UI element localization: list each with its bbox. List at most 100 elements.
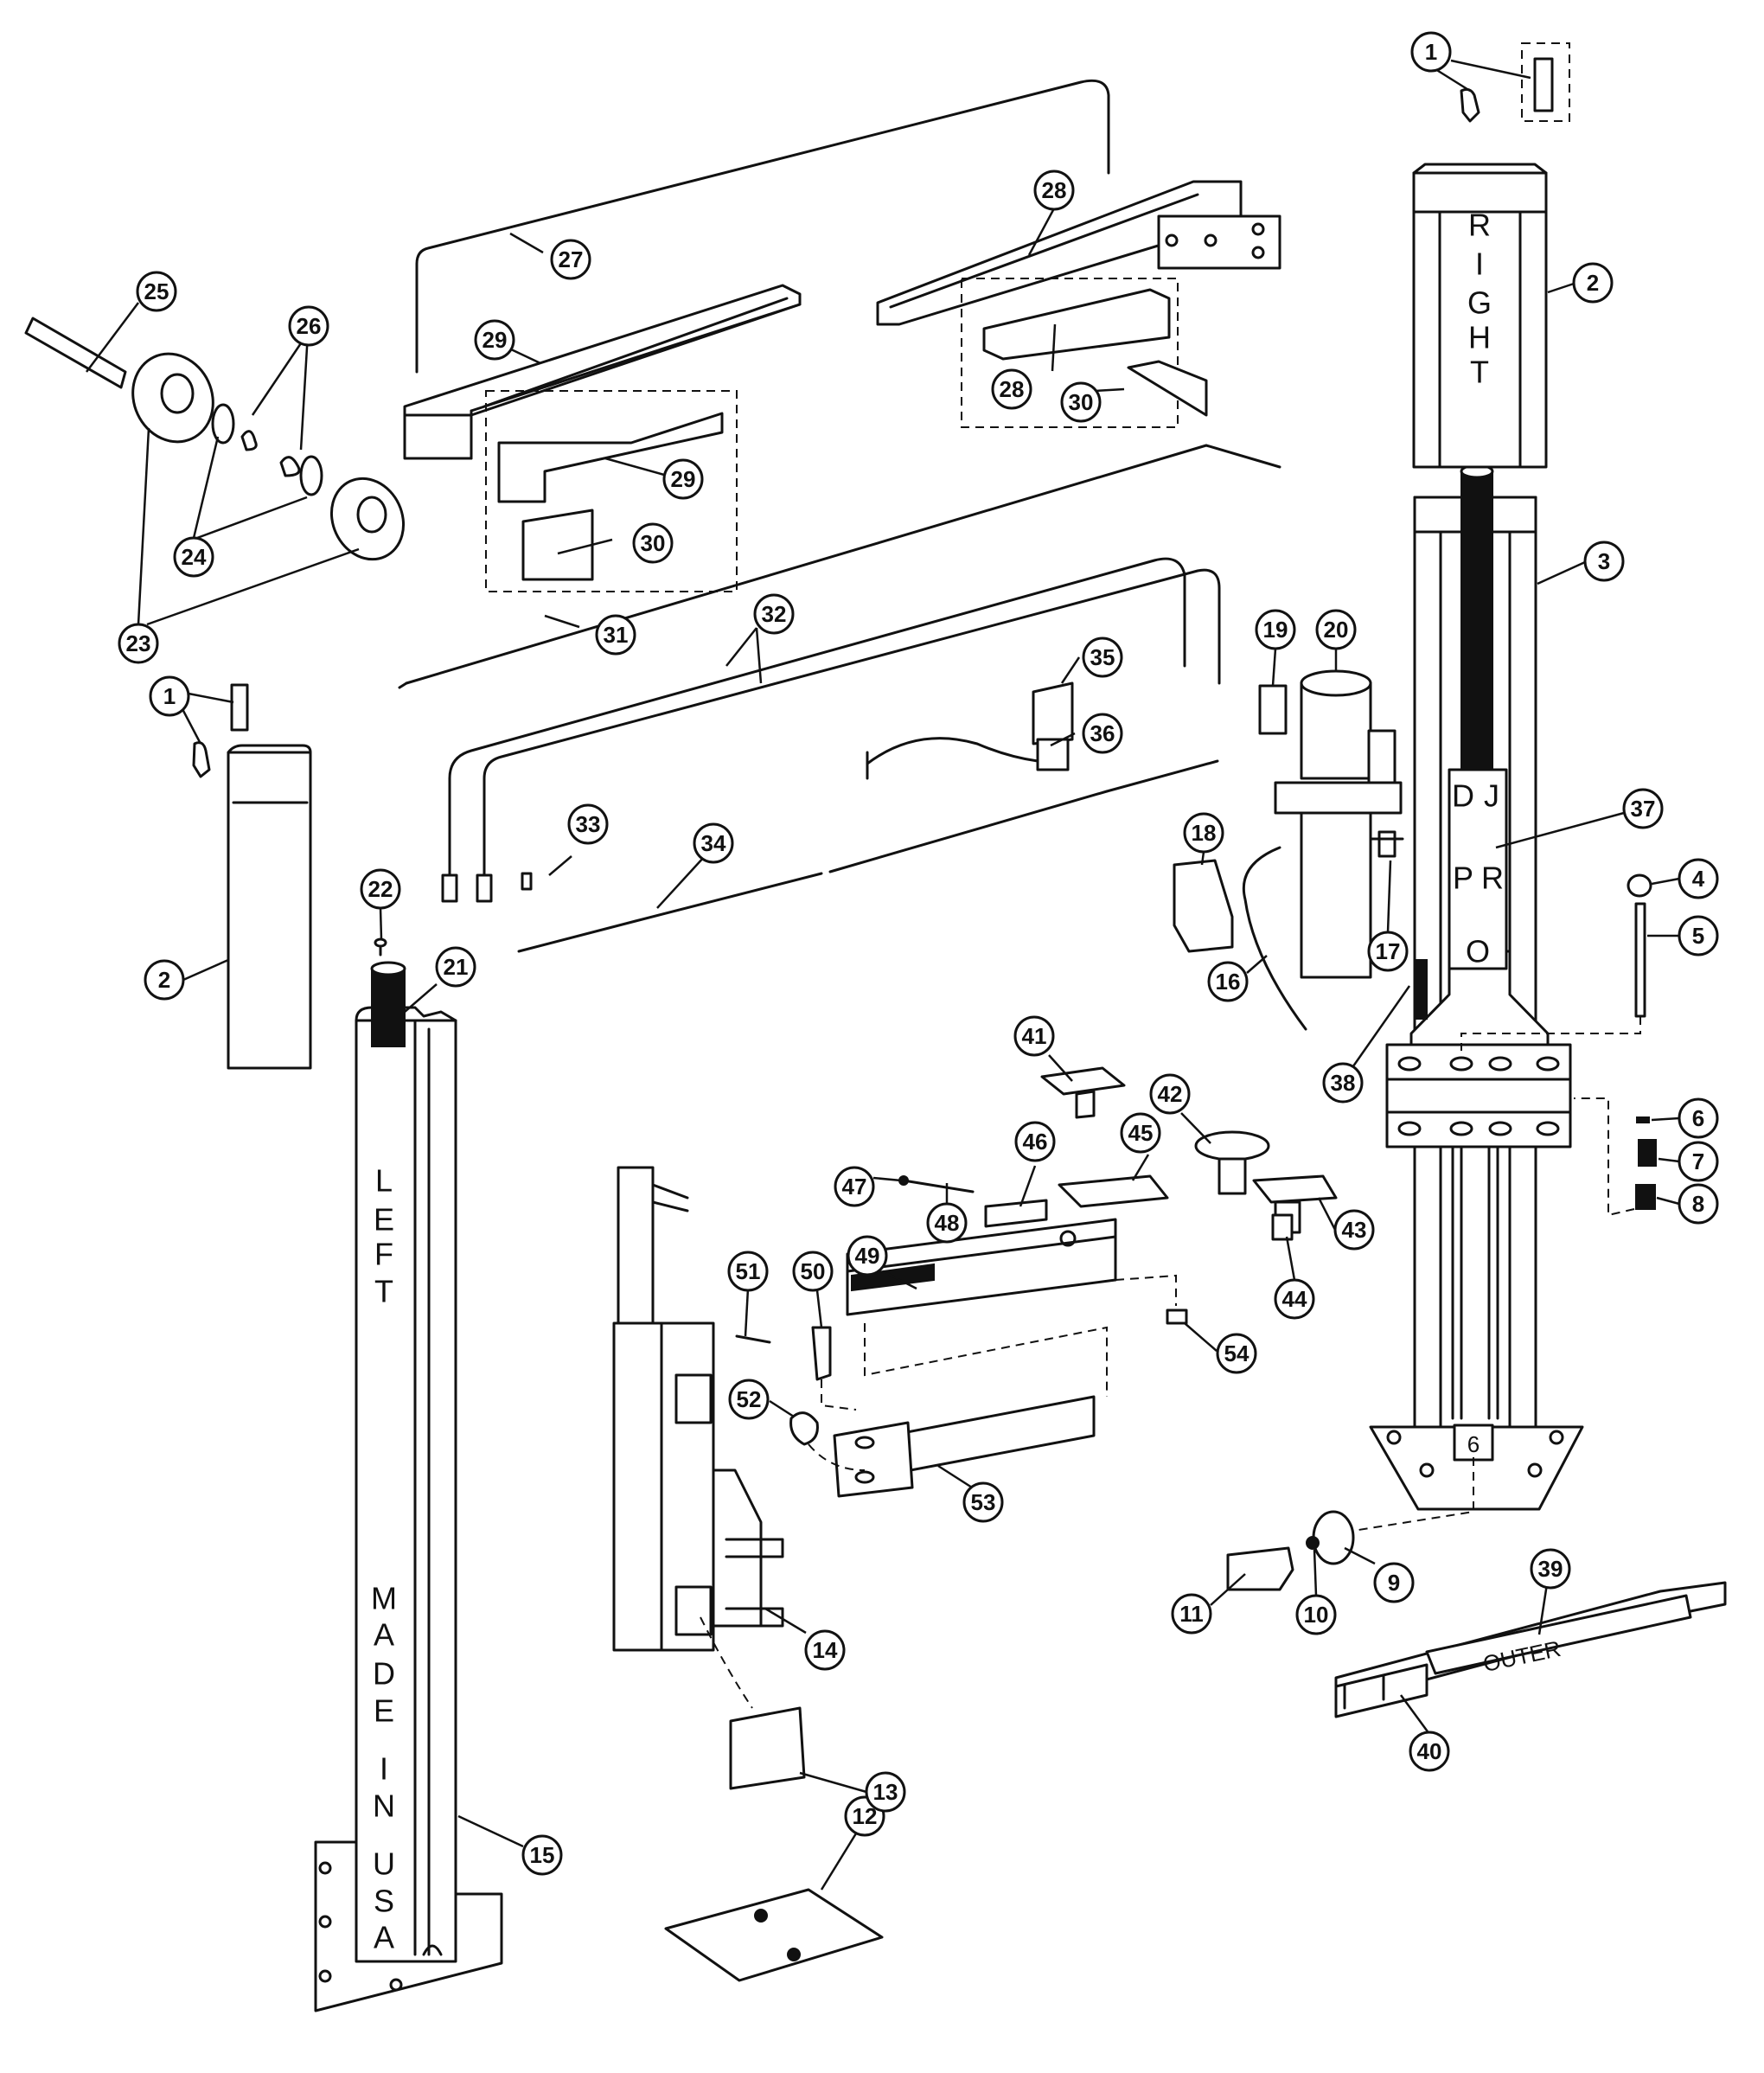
callout-34: 34 [693,822,734,864]
screw-22 [374,937,387,957]
svg-text:39: 39 [1538,1556,1563,1582]
part-19 [1258,684,1288,735]
sheave-assembly [24,317,406,561]
svg-text:4: 4 [1692,866,1705,892]
callout-10: 10 [1295,1594,1337,1635]
svg-text:8: 8 [1692,1191,1704,1217]
callout-49: 49 [847,1235,888,1276]
right-carriage [1385,950,1572,1148]
svg-text:23: 23 [126,630,151,656]
svg-text:30: 30 [641,530,666,556]
svg-text:28: 28 [1042,177,1067,203]
svg-text:31: 31 [604,622,629,648]
callout-43: 43 [1333,1209,1375,1251]
callout-51: 51 [727,1251,769,1292]
svg-text:1: 1 [163,683,176,709]
callout-29: 29 [662,458,704,500]
pad-41 [1040,1066,1126,1119]
callout-27: 27 [550,239,591,280]
sheave-leader [1352,1457,1474,1532]
clip-right [1460,42,1570,123]
pin-5-leader [1460,1016,1641,1051]
callout-21: 21 [435,946,476,988]
callout-26: 26 [288,305,329,347]
svg-text:50: 50 [801,1258,826,1284]
callout-48: 48 [926,1202,968,1244]
svg-text:26: 26 [297,313,322,339]
callout-42: 42 [1149,1073,1191,1115]
arm-outer [1334,1581,1727,1718]
callout-25: 25 [136,271,177,312]
trough-detail-right-box [961,278,1179,428]
svg-text:14: 14 [813,1637,838,1663]
callout-33: 33 [567,803,609,845]
pad-43 [1252,1174,1338,1234]
hydraulic-cylinder [1414,464,1508,1020]
trough-detail-right [982,288,1208,417]
left-letter: L [375,1163,393,1199]
right-letter: T [1470,355,1489,390]
svg-text:19: 19 [1263,617,1288,643]
svg-text:29: 29 [483,327,508,353]
right-letter: I [1475,246,1484,282]
left-post [314,1006,503,2012]
lock-parts [1574,1097,1657,1217]
svg-text:21: 21 [444,954,469,980]
right-post-extension [1412,163,1548,469]
callout-18: 18 [1183,812,1224,854]
made-letter: M [371,1581,397,1616]
bracket-11 [1226,1546,1294,1591]
svg-text:28: 28 [1000,376,1025,402]
cables-32 [441,557,1221,903]
svg-text:2: 2 [158,967,170,993]
arm-leaders [864,1274,1177,1397]
svg-text:2: 2 [1587,270,1599,296]
dj-pro-letter: P [1453,861,1473,896]
callout-1: 1 [149,675,190,717]
hose-31 [398,444,1281,689]
trough-right [876,180,1281,326]
callout-17: 17 [1367,931,1409,972]
svg-text:16: 16 [1216,969,1241,995]
callout-20: 20 [1315,609,1357,650]
callout-1: 1 [1410,31,1452,73]
dj-pro-letter: D [1452,778,1474,814]
svg-text:15: 15 [530,1842,555,1868]
made-letter: D [373,1656,395,1692]
pad-44 [1271,1213,1294,1241]
svg-text:48: 48 [935,1210,960,1236]
svg-text:6: 6 [1467,1431,1480,1457]
svg-text:38: 38 [1331,1070,1356,1096]
arm-restraint-column [612,1166,784,1652]
svg-text:18: 18 [1192,820,1217,846]
callout-50: 50 [792,1251,834,1292]
right-letter: R [1468,208,1491,243]
left-letter: E [374,1202,394,1238]
svg-text:42: 42 [1158,1081,1183,1107]
svg-text:30: 30 [1069,389,1094,415]
svg-text:3: 3 [1598,548,1610,574]
pin-51 [735,1334,771,1344]
svg-text:24: 24 [182,544,207,570]
pin-50 [811,1326,832,1381]
svg-text:6: 6 [1692,1105,1704,1131]
threaded-bushing [370,961,406,1047]
fitting-17 [1369,830,1404,858]
callout-5: 5 [1678,915,1719,957]
callout-24: 24 [173,536,214,578]
part-33 [521,872,533,891]
callout-35: 35 [1082,637,1123,678]
callout-11: 11 [1171,1593,1212,1635]
svg-text:20: 20 [1324,617,1349,643]
callout-47: 47 [834,1166,875,1207]
pin-leaders [808,1379,866,1471]
callout-38: 38 [1322,1062,1364,1104]
svg-text:7: 7 [1692,1148,1704,1174]
svg-text:36: 36 [1090,720,1115,746]
callout-16: 16 [1207,961,1249,1002]
made-letter: I [380,1751,388,1787]
callout-28: 28 [1033,170,1075,211]
svg-text:27: 27 [559,246,584,272]
